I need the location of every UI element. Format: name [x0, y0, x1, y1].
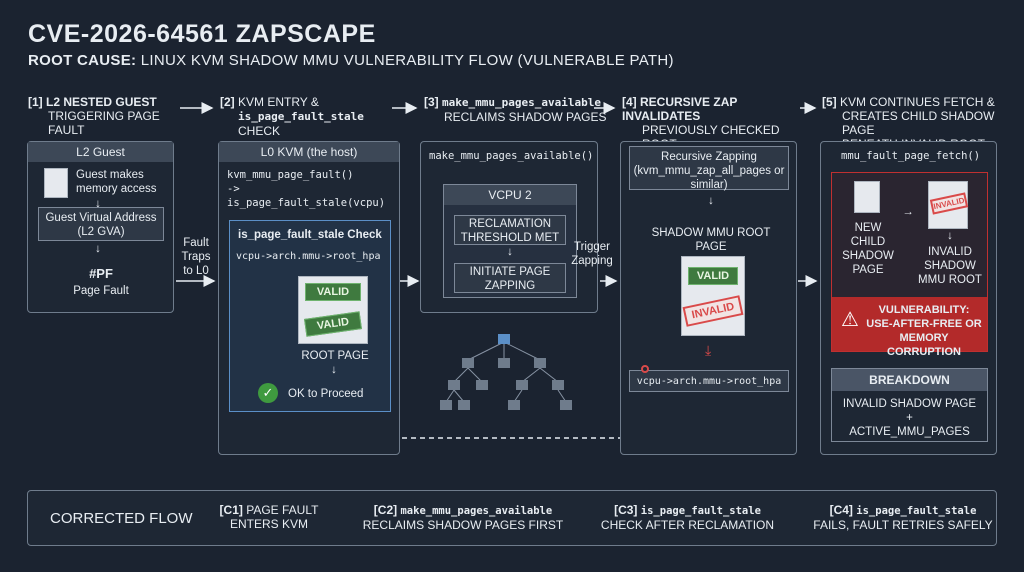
fetch-header: mmu_fault_page_fetch(): [841, 150, 981, 162]
arrow-down-icon: ↓: [331, 364, 337, 376]
fault-traps-label: Fault Traps to L0: [181, 237, 211, 277]
zap-panel: Recursive Zapping (kvm_mmu_zap_all_pages…: [620, 141, 797, 455]
corrected-step-4: [C4] is_page_fault_stale FAILS, FAULT RE…: [813, 503, 993, 532]
subtitle-label: ROOT CAUSE:: [28, 52, 137, 69]
vcpu-box: VCPU 2 RECLAMATION THRESHOLD MET ↓ INITI…: [443, 184, 577, 298]
invalid-root-page-icon: INVALID: [928, 181, 969, 229]
arrow-down-icon: ↓: [95, 198, 101, 210]
l0-kvm-panel: L0 KVM (the host) kvm_mmu_page_fault() -…: [218, 141, 400, 455]
check-title: is_page_fault_stale Check: [238, 229, 382, 241]
zap-valid-badge: VALID: [688, 267, 738, 285]
guest-access-text: Guest makes memory access: [76, 169, 157, 195]
breakdown-line-2: ACTIVE_MMU_PAGES: [849, 426, 970, 438]
step-1-label: [1] L2 NESTED GUEST TRIGGERING PAGE FAUL…: [28, 95, 160, 137]
broken-link-icon: ⤓: [705, 342, 712, 358]
root-page-label: ROOT PAGE: [301, 350, 369, 362]
ok-proceed-label: OK to Proceed: [288, 388, 364, 400]
gva-box: Guest Virtual Address (L2 GVA): [38, 207, 164, 241]
check-circle-icon: ✓: [258, 383, 278, 403]
new-child-page-icon: [854, 181, 880, 213]
valid-badge-1: VALID: [305, 283, 361, 301]
fetch-panel: mmu_fault_page_fetch() NEW CHILD SHADOW …: [820, 141, 997, 455]
shadow-page-tree: [440, 334, 572, 410]
step-3-label: [3] make_mmu_pages_available RECLAIMS SH…: [424, 95, 607, 124]
corrected-step-2: [C2] make_mmu_pages_available RECLAIMS S…: [362, 503, 564, 532]
breakdown-header: BREAKDOWN: [832, 369, 987, 391]
page-subtitle: ROOT CAUSE: LINUX KVM SHADOW MMU VULNERA…: [28, 52, 674, 69]
initiate-box: INITIATE PAGE ZAPPING: [454, 263, 566, 293]
threshold-box: RECLAMATION THRESHOLD MET: [454, 215, 566, 245]
fetch-red-box: NEW CHILD SHADOW PAGE → INVALID ↓ INVALI…: [831, 172, 988, 358]
zap-title-box: Recursive Zapping (kvm_mmu_zap_all_pages…: [629, 146, 789, 191]
arrow-down-icon: ↓: [95, 243, 101, 255]
warning-icon: ⚠: [841, 309, 859, 331]
root-hpa-box: vcpu->arch.mmu->root_hpa: [629, 370, 789, 392]
l2-guest-panel: L2 Guest Guest makes memory access ↓ Gue…: [27, 141, 174, 313]
corrected-flow-panel: CORRECTED FLOW [C1] PAGE FAULT ENTERS KV…: [27, 490, 997, 546]
kvm-call-2: -> is_page_fault_stale(vcpu): [227, 183, 386, 209]
trigger-label: Trigger Zapping: [571, 241, 613, 267]
fetch-invalid-stamp: INVALID: [929, 192, 969, 215]
arrow-down-icon: ↓: [708, 195, 714, 207]
step-2-label: [2] KVM ENTRY & is_page_fault_stale CHEC…: [220, 95, 364, 138]
corrected-step-3: [C3] is_page_fault_stale CHECK AFTER REC…: [600, 503, 775, 532]
check-box: is_page_fault_stale Check vcpu->arch.mmu…: [229, 220, 391, 412]
link-dot-icon: [641, 365, 649, 373]
vuln-box: ⚠ VULNERABILITY: USE-AFTER-FREE OR MEMOR…: [832, 297, 987, 358]
breakdown-box: BREAKDOWN INVALID SHADOW PAGE + ACTIVE_M…: [831, 368, 988, 442]
breakdown-plus: +: [906, 412, 913, 424]
arrow-down-icon: ↓: [947, 230, 953, 242]
pf-label: Page Fault: [73, 285, 129, 297]
pf-code: #PF: [89, 266, 113, 281]
shadow-root-label: SHADOW MMU ROOT PAGE: [651, 227, 771, 253]
step-4-label: [4] RECURSIVE ZAP INVALIDATES PREVIOUSLY…: [622, 95, 780, 151]
kvm-call-1: kvm_mmu_page_fault(): [227, 169, 354, 181]
corrected-flow-label: CORRECTED FLOW: [50, 510, 193, 527]
invalid-root-label: INVALID SHADOW MMU ROOT: [918, 246, 982, 286]
vcpu-header: VCPU 2: [444, 185, 576, 205]
l0-kvm-header: L0 KVM (the host): [219, 142, 399, 162]
new-child-label: NEW CHILD SHADOW PAGE: [842, 222, 894, 276]
page-title: CVE-2026-64561 ZAPSCAPE: [28, 20, 376, 48]
subtitle-text: LINUX KVM SHADOW MMU VULNERABILITY FLOW …: [140, 52, 674, 69]
corrected-step-1: [C1] PAGE FAULT ENTERS KVM: [219, 503, 319, 531]
check-code: vcpu->arch.mmu->root_hpa: [236, 251, 381, 262]
reclaim-panel: make_mmu_pages_available() VCPU 2 RECLAM…: [420, 141, 598, 313]
vuln-text: VULNERABILITY: USE-AFTER-FREE OR MEMORY …: [866, 304, 982, 358]
zap-invalid-stamp: INVALID: [682, 295, 744, 327]
l2-guest-header: L2 Guest: [28, 142, 173, 162]
document-icon: [44, 168, 68, 198]
root-page-icon: VALID VALID: [298, 276, 368, 344]
arrow-right-icon: →: [902, 206, 914, 218]
arrow-down-icon: ↓: [507, 246, 513, 258]
shadow-root-page-icon: VALID INVALID: [681, 256, 745, 336]
reclaim-header: make_mmu_pages_available(): [429, 150, 594, 162]
valid-badge-2: VALID: [304, 311, 362, 337]
breakdown-line-1: INVALID SHADOW PAGE: [842, 398, 977, 410]
